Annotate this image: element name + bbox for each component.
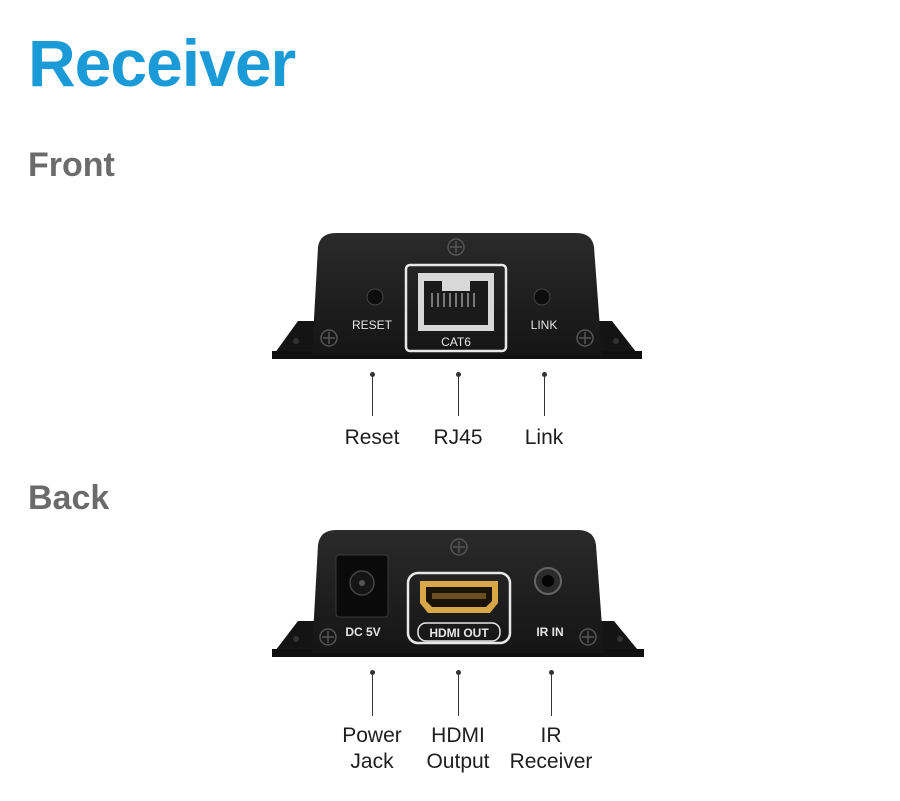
rj45-leader-line: [458, 376, 459, 416]
link-callout: Link: [479, 425, 609, 451]
link-leader-line: [544, 376, 545, 416]
hdmi-frame: [406, 571, 512, 645]
dc-panel-label: DC 5V: [345, 625, 380, 639]
link-panel-label: LINK: [531, 318, 558, 332]
ir-leader-dot: [549, 670, 554, 675]
front-panel-device: RESET LINK CAT6: [272, 233, 642, 359]
front-screw-right: [576, 329, 594, 347]
reset-callout-label: Reset: [344, 426, 400, 449]
hdmi-callout-line1: HDMI: [431, 724, 485, 747]
link-callout-label: Link: [524, 426, 564, 449]
back-screw-top: [450, 538, 468, 556]
link-leader-dot: [542, 372, 547, 377]
front-screw-top: [447, 238, 465, 256]
ir-panel-label: IR IN: [536, 625, 563, 639]
back-screw-right: [579, 628, 597, 646]
power-callout-line1: Power: [342, 724, 402, 747]
rj45-frame: [404, 263, 508, 353]
rj45-callout: RJ45: [393, 425, 523, 451]
cat6-panel-label: CAT6: [441, 335, 471, 349]
rj45-leader-dot: [456, 372, 461, 377]
power-callout: Power Jack: [307, 723, 437, 775]
hdmi-callout-line2: Output: [426, 750, 490, 773]
back-heading: Back: [28, 479, 110, 517]
hdmi-leader-dot: [456, 670, 461, 675]
reset-leader-dot: [370, 372, 375, 377]
back-screw-left: [319, 628, 337, 646]
ir-callout-line1: IR: [540, 724, 562, 747]
hdmi-callout: HDMI Output: [393, 723, 523, 775]
back-panel-device: DC 5V HDMI OUT IR IN: [272, 530, 644, 657]
reset-panel-label: RESET: [352, 318, 393, 332]
reset-leader-line: [372, 376, 373, 416]
hdmi-label-box: [417, 622, 501, 642]
ir-callout-line2: Receiver: [509, 750, 593, 773]
link-led: [533, 288, 551, 306]
hdmi-leader-line: [458, 674, 459, 716]
power-callout-line2: Jack: [350, 750, 394, 773]
front-screw-left: [320, 329, 338, 347]
power-leader-line: [372, 674, 373, 716]
reset-button-hole: [366, 288, 384, 306]
reset-callout: Reset: [307, 425, 437, 451]
power-leader-dot: [370, 670, 375, 675]
front-heading: Front: [28, 146, 115, 184]
ir-leader-line: [551, 674, 552, 716]
ir-callout: IR Receiver: [486, 723, 616, 775]
rj45-callout-label: RJ45: [433, 426, 483, 449]
page-title: Receiver: [28, 26, 296, 100]
hdmi-panel-label: HDMI OUT: [429, 626, 489, 640]
